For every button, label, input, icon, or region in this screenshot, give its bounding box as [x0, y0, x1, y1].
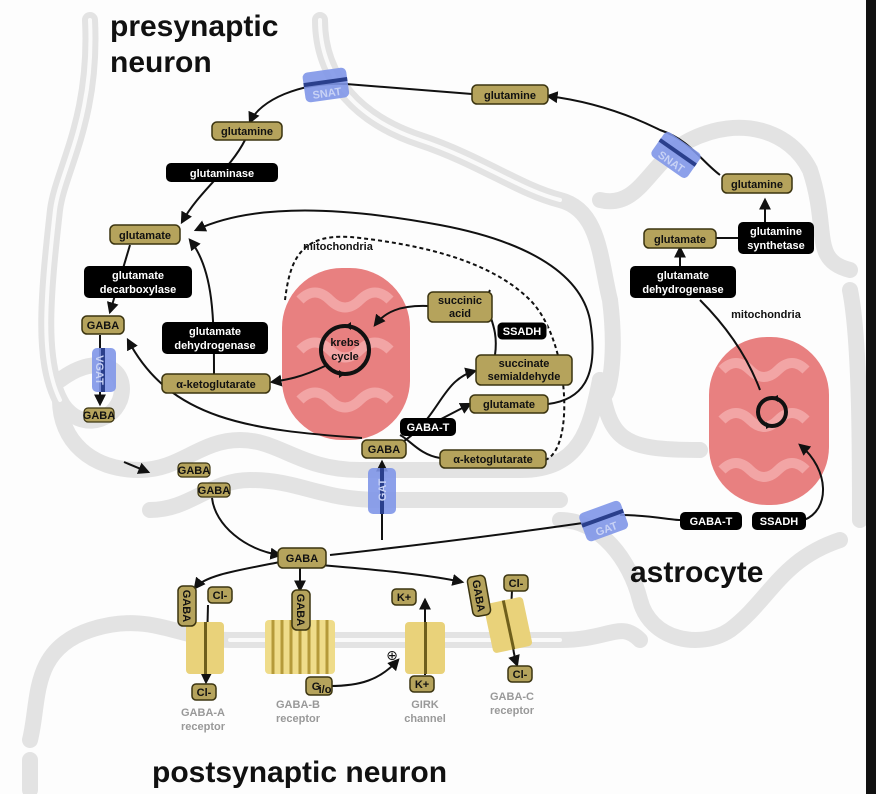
alpha-kg-left: α-ketoglutarate	[176, 379, 256, 391]
girk-k-bottom: K+	[415, 679, 429, 691]
glutamate-astro: glutamate	[654, 234, 706, 246]
succinic-acid-1: succinic	[438, 295, 482, 307]
gaba-b-label-1: GABA-B	[276, 699, 320, 711]
glutamate-pre: glutamate	[119, 230, 171, 242]
glutamine-top: glutamine	[484, 90, 536, 102]
gaba-a-cl-top: Cl-	[213, 590, 228, 602]
glutaminase-label: glutaminase	[190, 168, 254, 180]
glutamate-decarboxylase-2: decarboxylase	[100, 284, 176, 296]
gaba-a-label-2: receptor	[181, 721, 226, 733]
right-edge-bar	[866, 0, 876, 794]
mitochondria-astrocyte	[709, 337, 829, 505]
succinate-semialdehyde-1: succinate	[499, 358, 550, 370]
ssadh-pre: SSADH	[503, 326, 542, 338]
vgat-label: VGAT	[93, 355, 105, 385]
succinate-semialdehyde-2: semialdehyde	[488, 371, 561, 383]
postsynaptic-membrane	[22, 615, 648, 748]
pathway-arrows	[94, 82, 824, 687]
plus-sign: ⊕	[386, 648, 398, 664]
succinic-acid-2: acid	[449, 308, 471, 320]
glutamine-astro: glutamine	[731, 179, 783, 191]
gaba-c-cl-bottom: Cl-	[513, 669, 528, 681]
girk-label-2: channel	[404, 713, 446, 725]
astrocyte-title: astrocyte	[630, 556, 763, 589]
glutamate-dh-astro-1: glutamate	[657, 270, 709, 282]
vgat-transporter: VGAT	[92, 348, 116, 392]
glutamate-mid: glutamate	[483, 399, 535, 411]
glutamine-synthetase-1: glutamine	[750, 226, 802, 238]
gaba-a-label-1: GABA-A	[181, 707, 225, 719]
gaba-t-pre: GABA-T	[407, 422, 450, 434]
neuron-title: neuron	[110, 46, 212, 79]
gaba-a-gaba: GABA	[180, 590, 192, 622]
metabolite-tags: glutamine glutamine glutamate GABA GABA …	[81, 84, 793, 701]
mitochondria-pre-label: mitochondria	[303, 241, 374, 253]
girk-k-top: K+	[397, 592, 411, 604]
postsynaptic-title: postsynaptic neuron	[152, 756, 447, 789]
glutamate-decarboxylase-1: glutamate	[112, 270, 164, 282]
mitochondria-astro-label: mitochondria	[731, 309, 802, 321]
snat-top-transporter: SNAT	[302, 67, 350, 103]
gaba-c-receptor	[483, 597, 533, 653]
gaba-t-astro: GABA-T	[690, 516, 733, 528]
gaba-b-label-2: receptor	[276, 713, 321, 725]
astrocyte-membrane	[592, 119, 858, 278]
gaba-vesicle: GABA	[83, 410, 115, 422]
glutamine-synthetase-2: synthetase	[747, 240, 804, 252]
transporters: SNAT SNAT VGAT GAT GAT	[92, 67, 701, 542]
glutamate-dh-astro-2: dehydrogenase	[642, 284, 723, 296]
gaba-a-cl-bottom: Cl-	[197, 687, 212, 699]
glutamine-pre: glutamine	[221, 126, 273, 138]
alpha-kg-right: α-ketoglutarate	[453, 454, 533, 466]
gaba-c-gaba: GABA	[469, 579, 486, 613]
gaba-b-g: G	[312, 681, 321, 693]
krebs-cycle-2: cycle	[331, 351, 359, 363]
enzyme-tags: glutaminase glutamate decarboxylase glut…	[84, 163, 814, 530]
gat-pre-transporter: GAT	[368, 468, 396, 514]
gaba-c-label-2: receptor	[490, 705, 535, 717]
girk-channel	[405, 622, 445, 674]
krebs-cycle-1: krebs	[330, 337, 359, 349]
gaba-cleft-2: GABA	[198, 485, 230, 497]
gaba-pre: GABA	[87, 320, 119, 332]
gaba-b-gaba: GABA	[294, 594, 306, 626]
gaba-mid: GABA	[368, 444, 400, 456]
glutamate-dh-2: dehydrogenase	[174, 340, 255, 352]
gaba-a-receptor	[186, 622, 224, 674]
gaba-c-label-1: GABA-C	[490, 691, 534, 703]
gaba-center: GABA	[286, 553, 318, 565]
gat-pre-label: GAT	[377, 479, 389, 502]
snat-top-label: SNAT	[312, 86, 343, 102]
ssadh-astro: SSADH	[760, 516, 799, 528]
gaba-b-g-sub: i/o	[319, 684, 332, 696]
gat-astro-transporter: GAT	[579, 500, 629, 542]
gaba-c-cl-top: Cl-	[509, 578, 524, 590]
gaba-cleft-1: GABA	[178, 465, 210, 477]
glutamate-dh-1: glutamate	[189, 326, 241, 338]
presynaptic-title: presynaptic	[110, 10, 278, 43]
mitochondria-presynaptic	[282, 268, 410, 440]
girk-label-1: GIRK	[411, 699, 439, 711]
